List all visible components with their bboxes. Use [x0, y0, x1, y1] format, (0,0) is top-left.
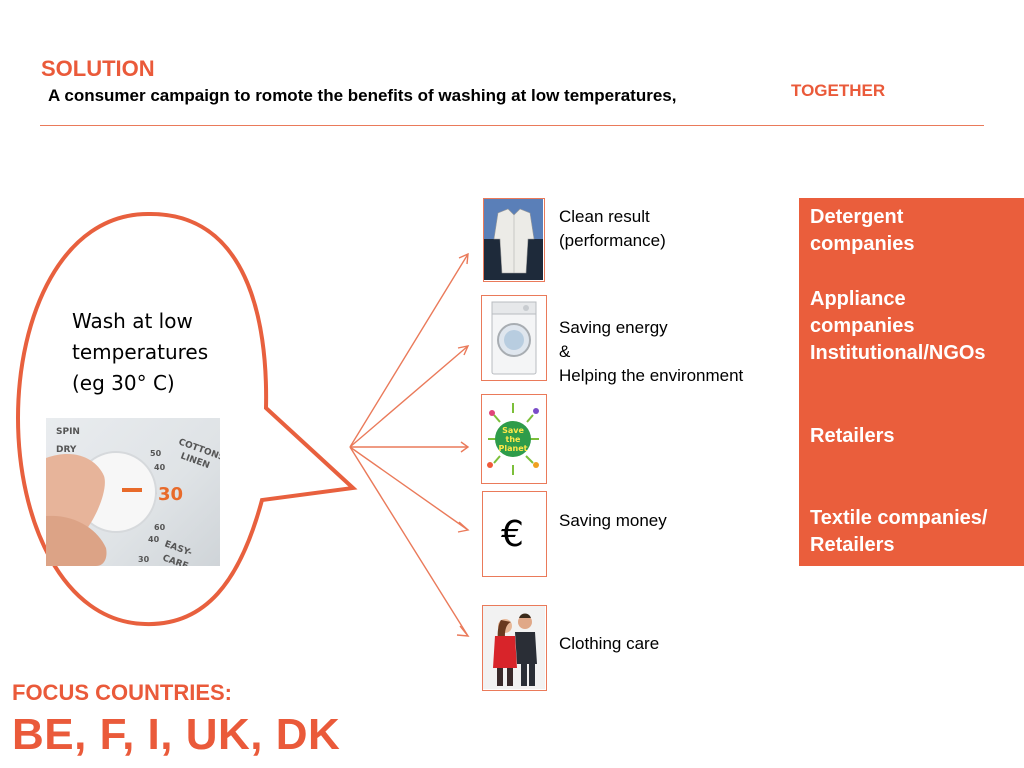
benefit-image-euro: €	[482, 491, 547, 577]
dial-marker	[122, 488, 142, 492]
dial-label-spin: SPIN	[56, 427, 80, 437]
dial-label-60: 60	[154, 523, 166, 532]
stakeholder-detergent: Detergent companies	[810, 204, 914, 258]
dial-label-30b: 30	[138, 555, 150, 564]
benefit-line: Clean result	[559, 205, 666, 229]
stakeholder-line: Detergent	[810, 206, 903, 228]
focus-countries-list: BE, F, I, UK, DK	[12, 710, 340, 760]
benefit-line: &	[559, 340, 743, 364]
bubble-line: Wash at low	[72, 306, 208, 337]
benefit-line: Saving energy	[559, 316, 743, 340]
dial-label-dry: DRY	[56, 445, 77, 455]
benefit-line: Helping the environment	[559, 364, 743, 388]
dial-label-50: 50	[150, 449, 162, 458]
benefit-image-shirt	[483, 198, 545, 282]
people-icon	[483, 606, 545, 689]
stakeholder-retailers: Retailers	[810, 423, 895, 450]
stakeholder-line: companies	[810, 233, 914, 255]
benefit-line: (performance)	[559, 229, 666, 253]
benefit-line: Clothing care	[559, 632, 659, 656]
temperature-dial-photo: SPIN DRY COTTONS LINEN EASY- CARE 50 40 …	[46, 418, 220, 566]
euro-icon: €	[501, 514, 524, 555]
dial-illustration: SPIN DRY COTTONS LINEN EASY- CARE 50 40 …	[46, 418, 220, 566]
benefit-clean-result: Clean result (performance)	[559, 205, 666, 253]
washing-machine-icon	[482, 296, 545, 379]
bubble-line: temperatures	[72, 337, 208, 368]
stakeholder-line: Retailers	[810, 425, 895, 447]
planet-text-planet: Planet	[499, 444, 528, 453]
bubble-line: (eg 30° C)	[72, 368, 208, 399]
dial-label-30-selected: 30	[158, 484, 183, 505]
stakeholder-textile: Textile companies/ Retailers	[810, 505, 987, 559]
stakeholder-line: Textile companies/	[810, 507, 987, 529]
benefit-image-washing-machine	[481, 295, 547, 381]
benefit-saving-money: Saving money	[559, 509, 667, 533]
arrow-to-clean	[350, 254, 468, 447]
shirt-icon	[484, 199, 543, 280]
benefit-line: Saving money	[559, 509, 667, 533]
planet-text-save: Save	[502, 426, 524, 435]
stakeholder-line: Retailers	[810, 534, 895, 556]
stakeholder-line: Institutional/NGOs	[810, 342, 986, 364]
arrow-to-care	[350, 447, 468, 636]
benefit-arrows	[350, 254, 468, 636]
focus-countries-label: FOCUS COUNTRIES:	[12, 680, 232, 706]
benefit-image-save-planet: Save the Planet	[481, 394, 547, 484]
stakeholder-line: Appliance	[810, 288, 906, 310]
arrow-to-energy	[350, 346, 468, 447]
stakeholders-box: Detergent companies Appliance companies …	[799, 198, 1024, 566]
arrow-to-money	[350, 447, 468, 530]
dial-label-40b: 40	[148, 535, 160, 544]
planet-text-the: the	[506, 435, 522, 444]
benefit-image-people	[482, 605, 547, 691]
stakeholder-appliance: Appliance companies Institutional/NGOs	[810, 286, 986, 367]
save-the-planet-icon: Save the Planet	[482, 395, 545, 482]
stakeholder-line: companies	[810, 315, 914, 337]
bubble-text: Wash at low temperatures (eg 30° C)	[72, 306, 208, 399]
benefit-clothing-care: Clothing care	[559, 632, 659, 656]
dial-label-40: 40	[154, 463, 166, 472]
benefit-saving-energy: Saving energy & Helping the environment	[559, 316, 743, 388]
